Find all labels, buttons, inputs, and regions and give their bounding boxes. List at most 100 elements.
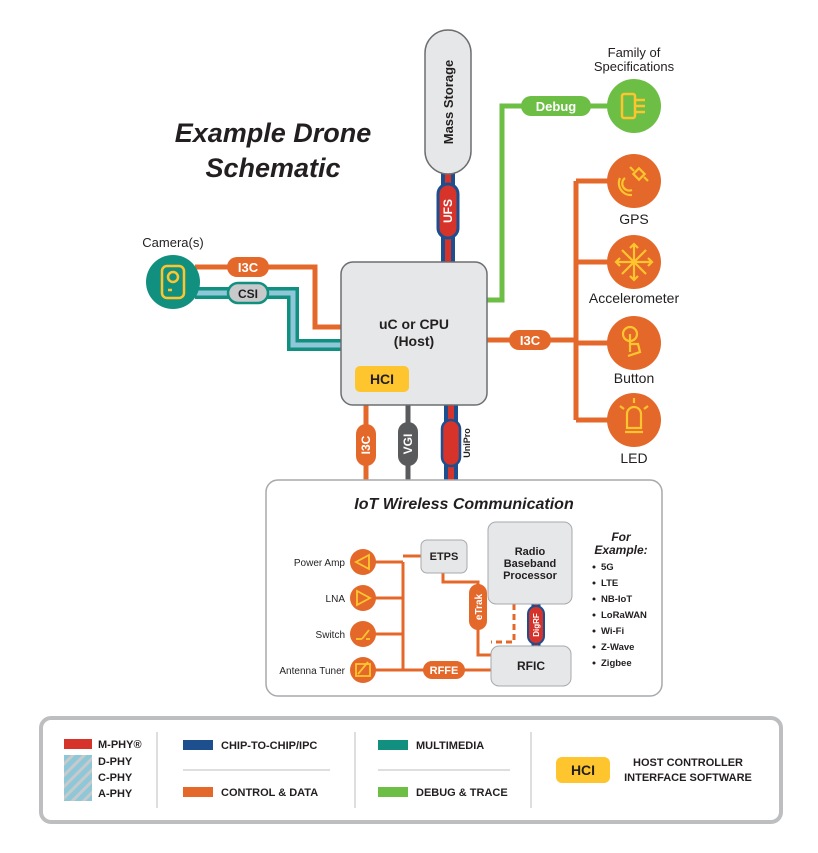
family-line-2: Specifications — [594, 59, 675, 74]
sensor-accelerometer: Accelerometer — [589, 235, 680, 306]
etps-label: ETPS — [430, 551, 459, 563]
switch-label: Switch — [316, 630, 345, 641]
hci-badge — [355, 366, 409, 392]
ufs-link: UFS — [436, 182, 460, 240]
example-list: 5G LTE NB-IoT LoRaWAN Wi-Fi Z-Wave Zigbe… — [592, 562, 647, 669]
host-line-2: (Host) — [394, 333, 434, 349]
mass-storage-label: Mass Storage — [441, 60, 456, 145]
gps-label: GPS — [619, 211, 649, 227]
legend-hci-label: HCI — [571, 762, 595, 778]
gps-circle — [607, 154, 661, 208]
legend-mphy-swatch — [64, 739, 92, 749]
csi-line-outer — [195, 287, 341, 351]
iot-i3c-link: I3C — [356, 424, 376, 466]
vgi-label: VGI — [401, 434, 415, 455]
camera-i3c-pill — [227, 257, 269, 277]
legend-cphy-label: C-PHY — [98, 772, 133, 784]
lna-label: LNA — [326, 594, 346, 605]
rffe-label: RFFE — [430, 665, 459, 677]
legend-aphy-label: A-PHY — [98, 788, 133, 800]
gps-satellite-icon — [617, 166, 649, 197]
power-amp-node: Power Amp — [294, 549, 376, 575]
sensor-led: LED — [607, 393, 661, 466]
accelerometer-label: Accelerometer — [589, 290, 680, 306]
camera-i3c-link: I3C — [227, 257, 269, 277]
sensor-gps: GPS — [607, 154, 661, 227]
legend-hci-desc-1: HOST CONTROLLER — [633, 757, 743, 769]
switch-circle — [350, 621, 376, 647]
rffe-pill — [423, 661, 465, 679]
example-item: 5G — [601, 562, 614, 573]
sensor-i3c-pill — [509, 330, 551, 350]
antenna-tuner-icon — [355, 661, 371, 677]
button-label: Button — [614, 370, 654, 386]
ufs-label: UFS — [441, 199, 455, 223]
example-bullet — [592, 629, 596, 633]
example-bullet — [592, 645, 596, 649]
debug-label: Debug — [536, 99, 577, 114]
debug-connector-icon — [620, 92, 645, 120]
example-bullet — [592, 581, 596, 585]
etrak-line — [441, 573, 491, 657]
family-line-1: Family of — [608, 45, 661, 60]
mass-storage-box — [424, 29, 472, 175]
legend-control-label: CONTROL & DATA — [221, 787, 318, 799]
sensor-i3c-label: I3C — [520, 333, 541, 348]
legend-chip-swatch — [183, 740, 213, 750]
csi-link: CSI — [226, 281, 270, 305]
antenna-tuner-node: Antenna Tuner — [279, 657, 376, 683]
example-item: LTE — [601, 578, 618, 589]
lna-node: LNA — [326, 585, 376, 611]
vgi-link: VGI — [398, 422, 418, 466]
power-amp-label: Power Amp — [294, 558, 346, 569]
legend-debug-swatch — [378, 787, 408, 797]
example-item: LoRaWAN — [601, 610, 647, 621]
legend-debug-label: DEBUG & TRACE — [416, 787, 508, 799]
mass-storage: Mass Storage — [424, 29, 472, 175]
etrak-pill — [469, 584, 487, 630]
control-dashed-line — [491, 604, 516, 644]
legend-chip-label: CHIP-TO-CHIP/IPC — [221, 740, 317, 752]
host-cpu: uC or CPU (Host) HCI — [340, 261, 488, 406]
debug-pill — [521, 96, 591, 116]
antenna-tuner-label: Antenna Tuner — [279, 666, 345, 677]
unipro-pill — [440, 418, 462, 468]
legend-mphy-label: M-PHY® — [98, 739, 142, 751]
host-line-1: uC or CPU — [379, 316, 449, 332]
example-item: NB-IoT — [601, 594, 632, 605]
legend-multimedia-swatch — [378, 740, 408, 750]
switch-icon — [356, 629, 370, 640]
example-bullet — [592, 661, 596, 665]
camera-node: Camera(s) — [142, 235, 204, 309]
example-item: Z-Wave — [601, 642, 634, 653]
title-line-2: Schematic — [205, 153, 340, 183]
vgi-pill — [398, 422, 418, 466]
debug-link: Debug — [521, 96, 591, 116]
button-finger-icon — [621, 325, 642, 358]
digrf-label: DigRF — [532, 613, 541, 637]
example-heading-2: Example: — [594, 543, 647, 557]
led-bulb-icon — [619, 398, 649, 434]
baseband-box — [487, 521, 573, 605]
lna-icon — [356, 589, 372, 607]
debug-connector: Family of Specifications — [594, 45, 675, 133]
power-amp-icon — [354, 553, 370, 571]
unipro-link: UniPro — [440, 418, 472, 468]
example-item: Wi-Fi — [601, 626, 624, 637]
example-bullet — [592, 613, 596, 617]
unipro-label: UniPro — [462, 428, 472, 458]
example-bullet — [592, 597, 596, 601]
example-heading-1: For — [611, 530, 632, 544]
hci-label: HCI — [370, 371, 394, 387]
power-amp-circle — [350, 549, 376, 575]
debug-line — [487, 103, 608, 303]
rfic-label: RFIC — [517, 659, 545, 673]
lna-circle — [350, 585, 376, 611]
legend-hci-desc-2: INTERFACE SOFTWARE — [624, 772, 752, 784]
camera-icon — [160, 264, 186, 300]
legend-phy-swatch — [64, 755, 92, 801]
example-item: Zigbee — [601, 658, 632, 669]
iot-i3c-pill — [356, 424, 376, 466]
example-bullet — [592, 565, 596, 569]
